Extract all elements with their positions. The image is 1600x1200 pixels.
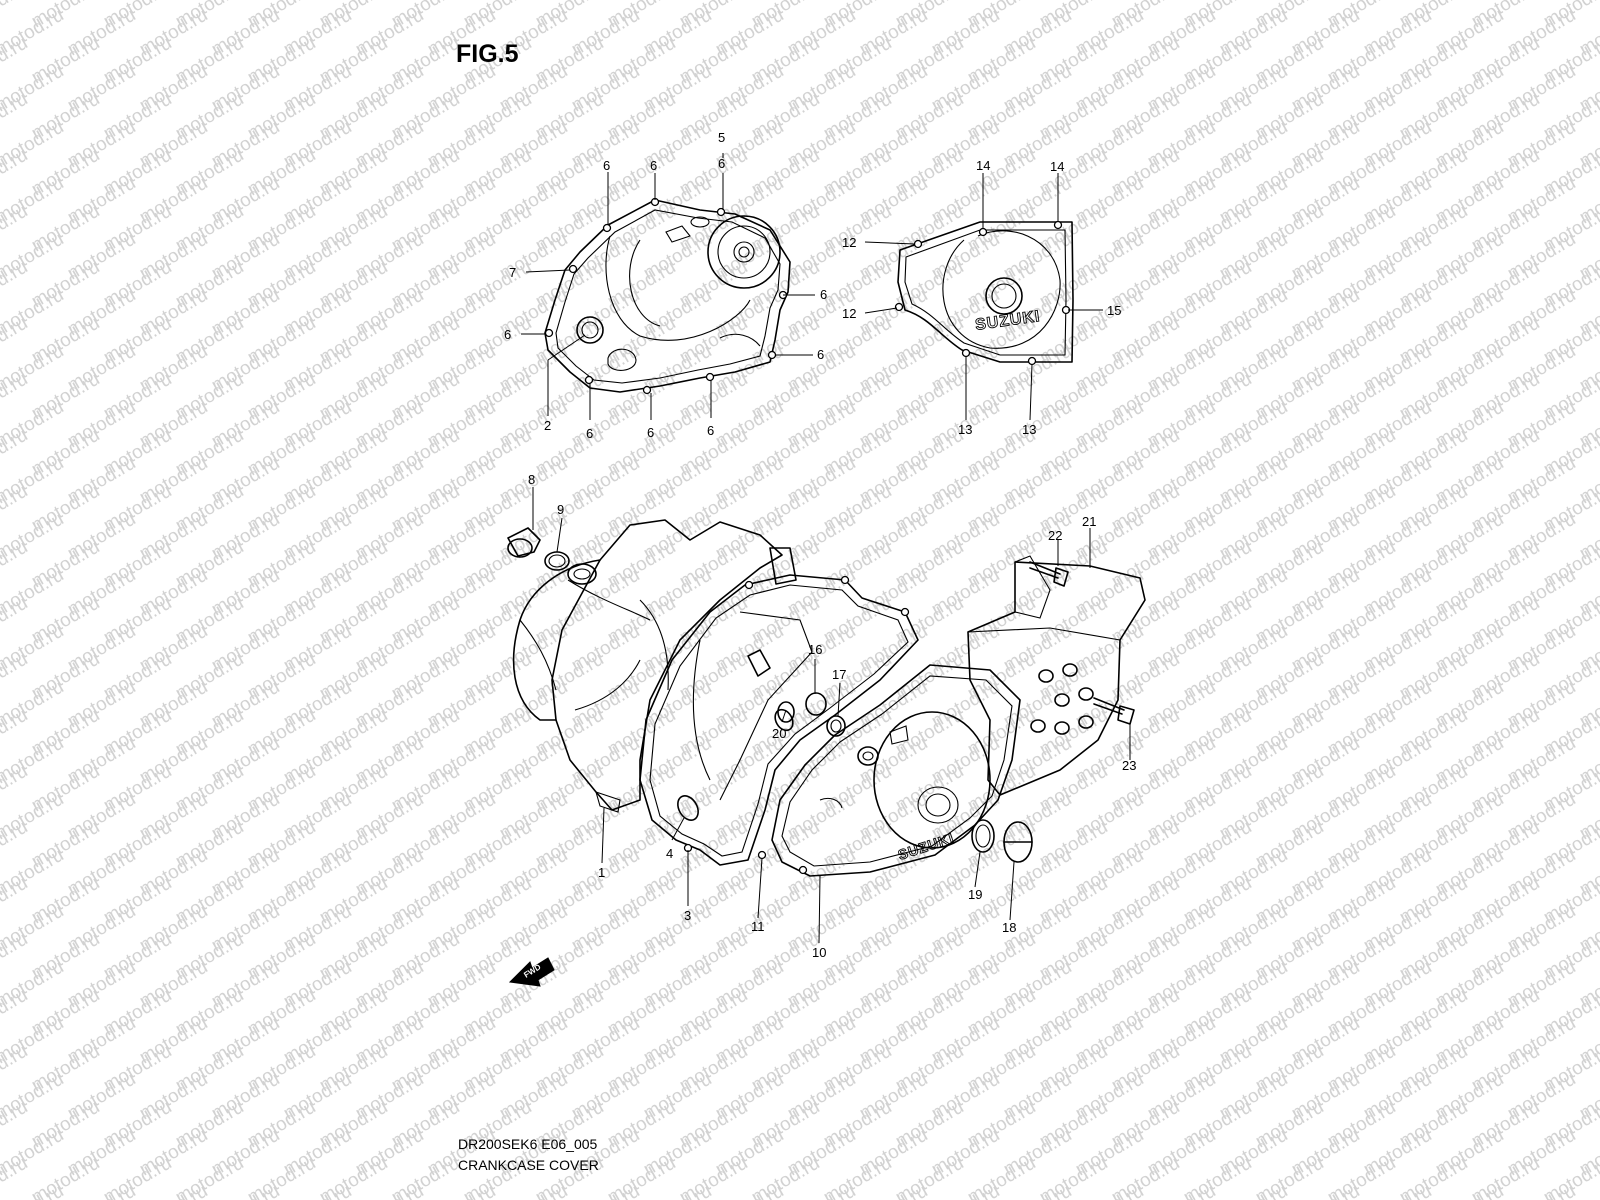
callout-12: 12 — [842, 306, 856, 321]
callout-6: 6 — [586, 426, 593, 441]
figure-title: FIG.5 — [456, 40, 519, 68]
figure-name: CRANKCASE COVER — [458, 1157, 599, 1173]
callout-6: 6 — [718, 156, 725, 171]
callout-11: 11 — [751, 919, 765, 934]
callout-6: 6 — [820, 287, 827, 302]
callout-3: 3 — [684, 908, 691, 923]
callout-6: 6 — [603, 158, 610, 173]
callout-9: 9 — [557, 502, 564, 517]
callout-14: 14 — [976, 158, 990, 173]
callout-21: 21 — [1082, 514, 1096, 529]
callout-13: 13 — [1022, 422, 1036, 437]
callout-17: 17 — [832, 667, 846, 682]
callout-4: 4 — [666, 846, 673, 861]
callout-18: 18 — [1002, 920, 1016, 935]
callout-14: 14 — [1050, 159, 1064, 174]
callout-19: 19 — [968, 887, 982, 902]
callout-10: 10 — [812, 945, 826, 960]
callout-20: 20 — [772, 726, 786, 741]
callout-1: 1 — [598, 865, 605, 880]
figure-code: DR200SEK6 E06_005 — [458, 1136, 598, 1152]
callout-22: 22 — [1048, 528, 1062, 543]
watermark-text: motod.ru — [1576, 0, 1600, 4]
callout-7: 7 — [509, 265, 516, 280]
callout-6: 6 — [650, 158, 657, 173]
callout-6: 6 — [504, 327, 511, 342]
callout-6: 6 — [817, 347, 824, 362]
callout-6: 6 — [707, 423, 714, 438]
callout-8: 8 — [528, 472, 535, 487]
callout-6: 6 — [647, 425, 654, 440]
callout-23: 23 — [1122, 758, 1136, 773]
callout-13: 13 — [958, 422, 972, 437]
callout-15: 15 — [1107, 303, 1121, 318]
callout-2: 2 — [544, 418, 551, 433]
callout-5: 5 — [718, 130, 725, 145]
callout-16: 16 — [808, 642, 822, 657]
callout-12: 12 — [842, 235, 856, 250]
